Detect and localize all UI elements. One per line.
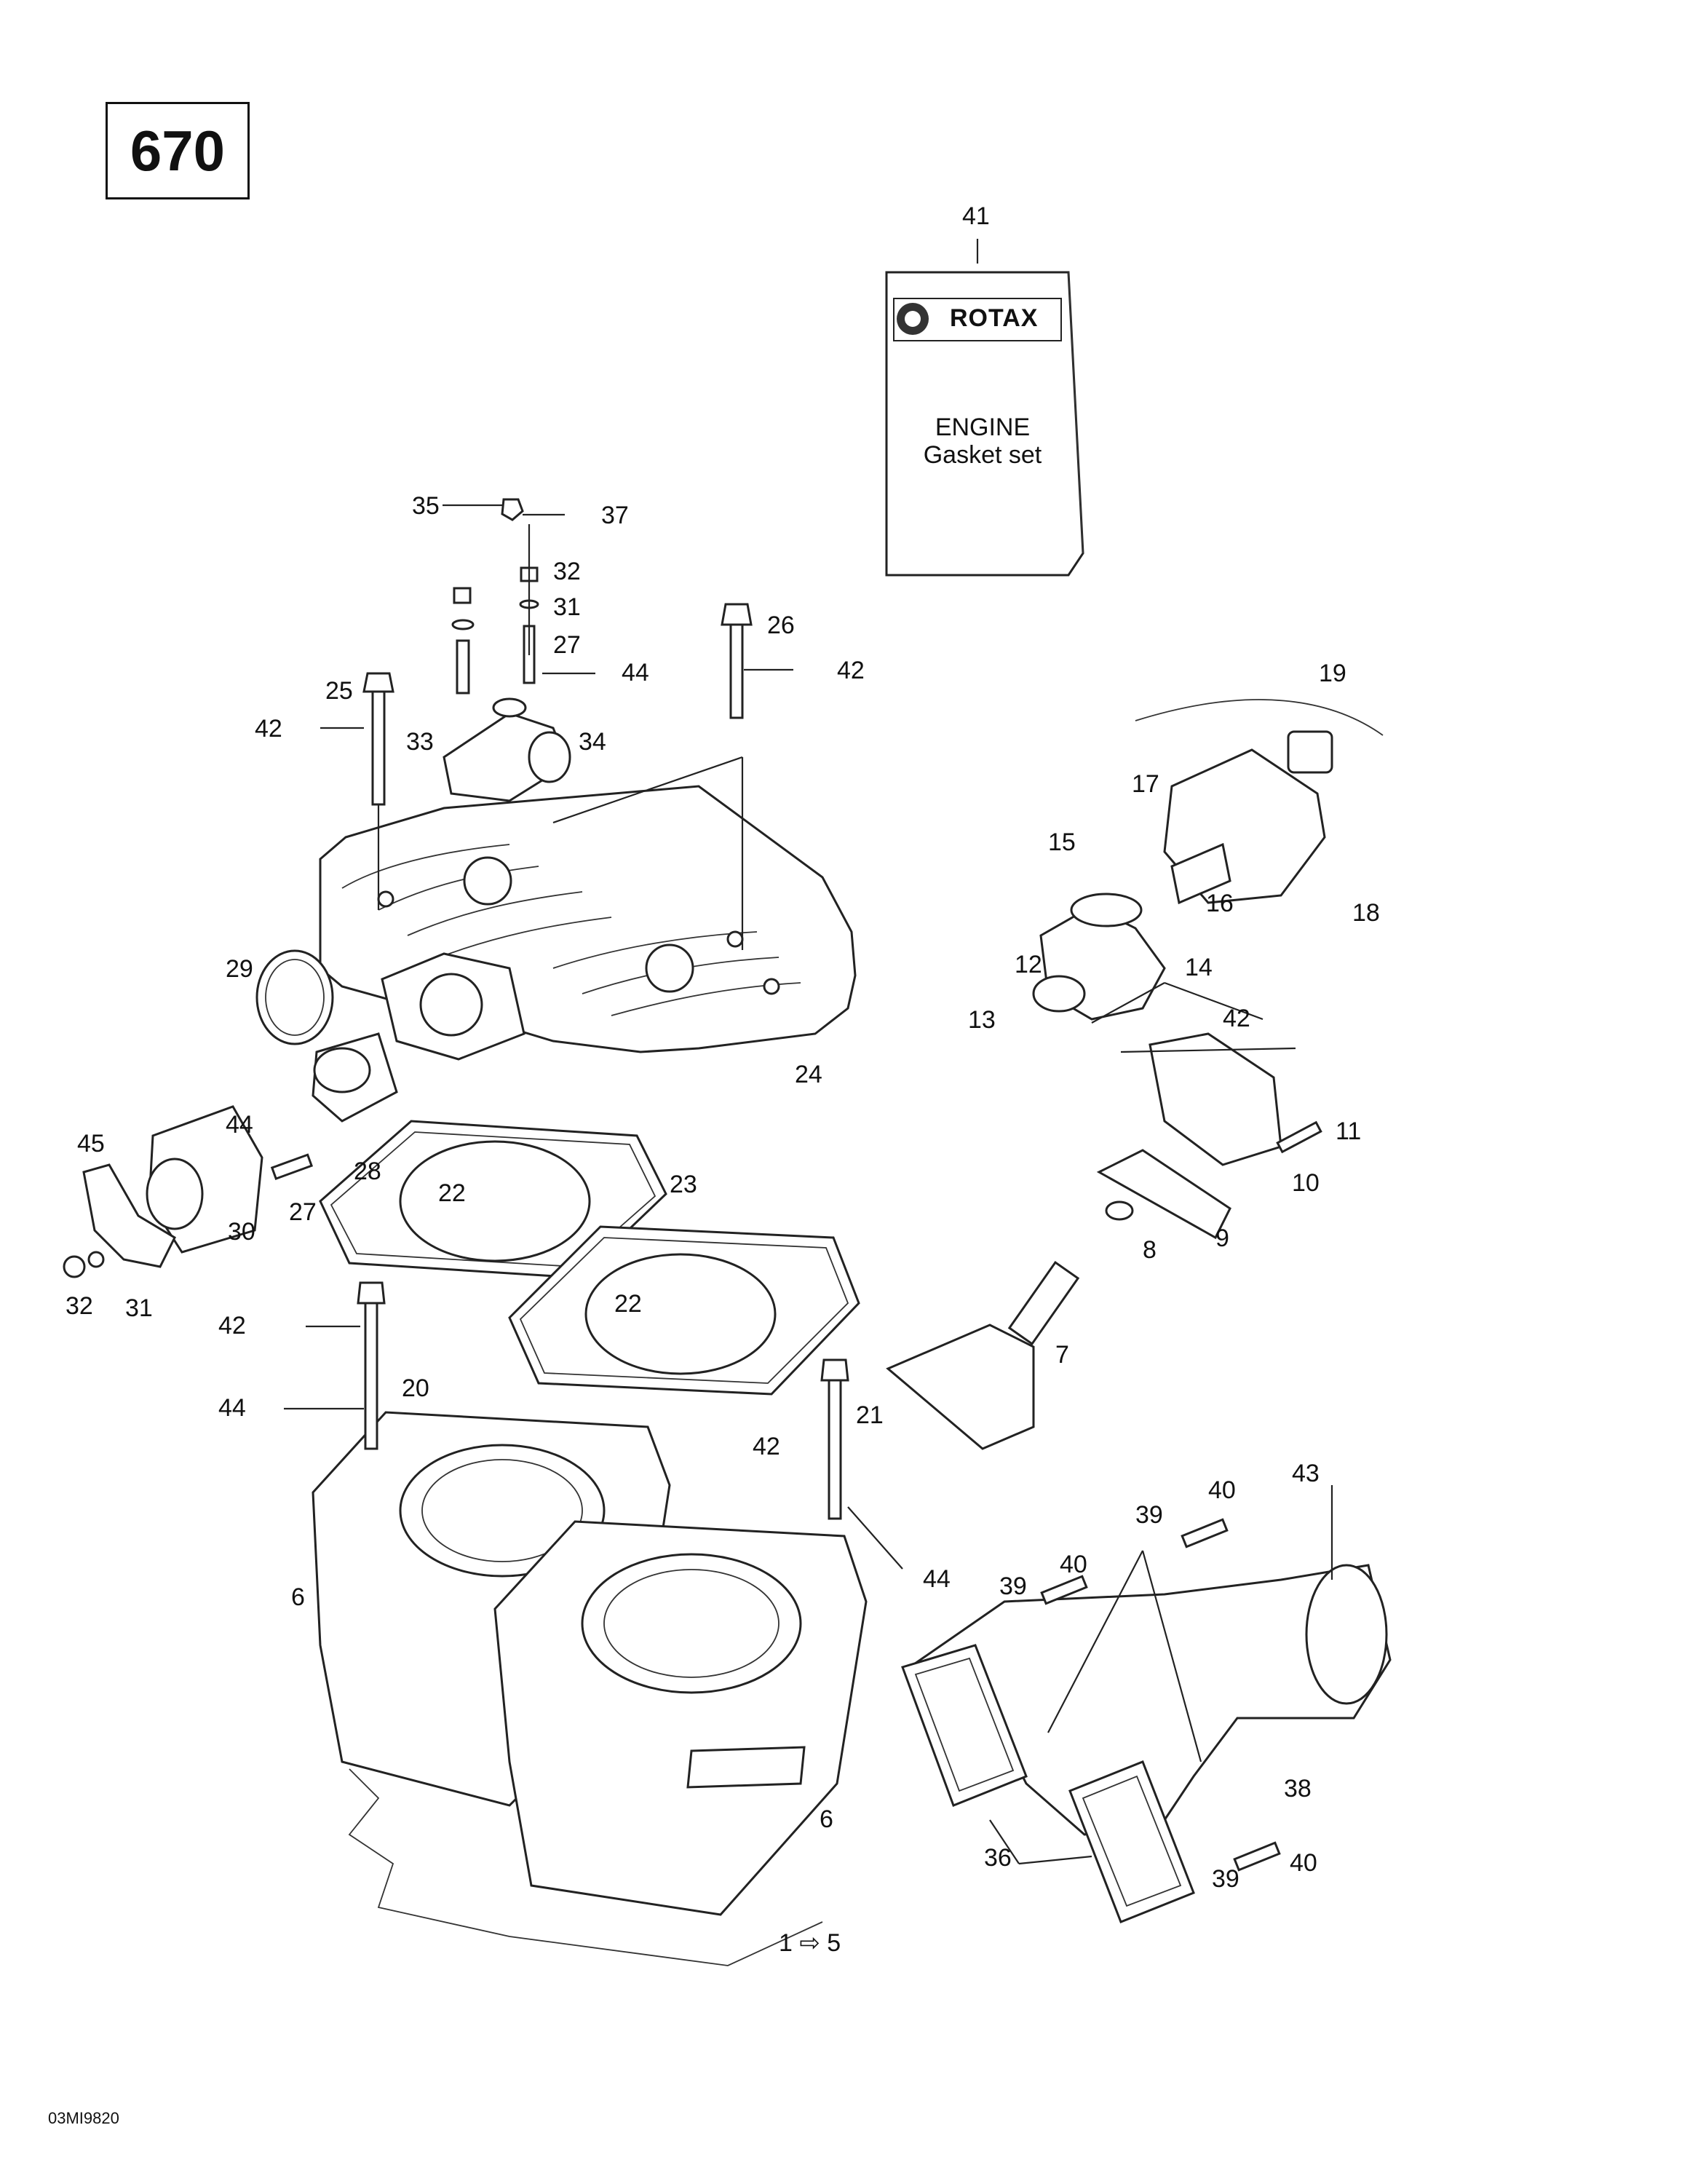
- callout-21: 21: [856, 1401, 884, 1429]
- callout-27-left: 27: [289, 1198, 317, 1226]
- gasket-set-brand: ROTAX: [950, 304, 1039, 332]
- cylinder-head: [319, 785, 857, 1061]
- callout-43: 43: [1292, 1460, 1320, 1487]
- callout-28: 28: [354, 1158, 381, 1185]
- callout-33: 33: [406, 728, 434, 756]
- callout-14: 14: [1185, 954, 1213, 981]
- callout-36: 36: [984, 1844, 1012, 1872]
- callout-15: 15: [1048, 828, 1076, 856]
- page-number-box: 670: [106, 102, 250, 199]
- callout-7: 7: [1055, 1341, 1069, 1369]
- callout-16: 16: [1206, 890, 1234, 917]
- callout-6-right: 6: [820, 1805, 833, 1833]
- callout-40-top: 40: [1208, 1476, 1236, 1504]
- cylinders: [312, 1411, 868, 1966]
- callout-39-bottom: 39: [1212, 1865, 1239, 1893]
- callout-6-left: 6: [291, 1583, 305, 1611]
- callout-23: 23: [670, 1171, 697, 1198]
- callout-11: 11: [1336, 1117, 1361, 1145]
- callout-39-mid: 39: [999, 1572, 1027, 1600]
- thermostat-assembly: [63, 949, 398, 1278]
- callout-34: 34: [579, 728, 606, 756]
- gasket-set-line2: Gasket set: [923, 441, 1042, 469]
- head-fasteners-top: [362, 498, 753, 806]
- callout-27-top: 27: [553, 631, 581, 659]
- callout-1-to-5: 1 ⇨ 5: [779, 1929, 841, 1957]
- callout-42-bolt20: 42: [218, 1312, 246, 1340]
- callout-31-left: 31: [125, 1294, 153, 1322]
- callout-22-lower: 22: [614, 1290, 642, 1318]
- callout-13: 13: [968, 1006, 996, 1034]
- leader-lines: [284, 504, 1333, 1865]
- callout-44-bolt21: 44: [923, 1565, 951, 1593]
- figure-reference: 03MI9820: [48, 2109, 119, 2127]
- callout-29: 29: [226, 955, 253, 983]
- callout-42-right: 42: [837, 657, 865, 684]
- callout-41: 41: [962, 202, 990, 230]
- callouts: 41 35 37 32 31 27 44 26 42 25 42 33 34 2…: [66, 202, 1380, 1957]
- callout-30: 30: [228, 1218, 255, 1246]
- callout-45: 45: [77, 1130, 105, 1158]
- rave-valve-assembly: [886, 699, 1384, 1450]
- callout-10: 10: [1292, 1169, 1320, 1197]
- callout-20: 20: [402, 1374, 429, 1402]
- callout-40-bottom: 40: [1290, 1849, 1317, 1877]
- callout-18: 18: [1352, 899, 1380, 927]
- callout-19: 19: [1319, 660, 1346, 687]
- callout-26: 26: [767, 612, 795, 639]
- callout-44-thermostat: 44: [226, 1111, 253, 1139]
- callout-42-left: 42: [255, 715, 282, 743]
- callout-9: 9: [1215, 1224, 1229, 1252]
- callout-37: 37: [601, 502, 629, 529]
- page-number: 670: [130, 118, 226, 183]
- callout-17: 17: [1132, 770, 1159, 798]
- callout-25: 25: [325, 677, 353, 705]
- callout-32-left: 32: [66, 1292, 93, 1320]
- callout-32-top: 32: [553, 558, 581, 585]
- callout-35: 35: [412, 492, 440, 520]
- callout-39-top: 39: [1135, 1501, 1163, 1529]
- callout-22-upper: 22: [438, 1179, 466, 1207]
- callout-12: 12: [1015, 951, 1042, 978]
- callout-44-bolt20: 44: [218, 1394, 246, 1422]
- gasket-set-title: ENGINE Gasket set: [910, 414, 1055, 469]
- callout-42-valve: 42: [1223, 1005, 1250, 1032]
- callout-24: 24: [795, 1061, 822, 1088]
- callout-8: 8: [1143, 1236, 1157, 1264]
- head-gaskets: [319, 1120, 860, 1396]
- exhaust-manifold: [901, 1518, 1392, 1923]
- gasket-set-line1: ENGINE: [935, 414, 1031, 441]
- thermostat-housing: [443, 697, 571, 802]
- callout-44-top: 44: [622, 659, 649, 687]
- callout-31-top: 31: [553, 593, 581, 621]
- cylinder-bolts: [357, 1281, 849, 1520]
- callout-40-mid: 40: [1060, 1551, 1087, 1578]
- gasket-set-booklet: [885, 239, 1084, 577]
- callout-42-bolt21: 42: [753, 1433, 780, 1460]
- callout-38: 38: [1284, 1775, 1312, 1803]
